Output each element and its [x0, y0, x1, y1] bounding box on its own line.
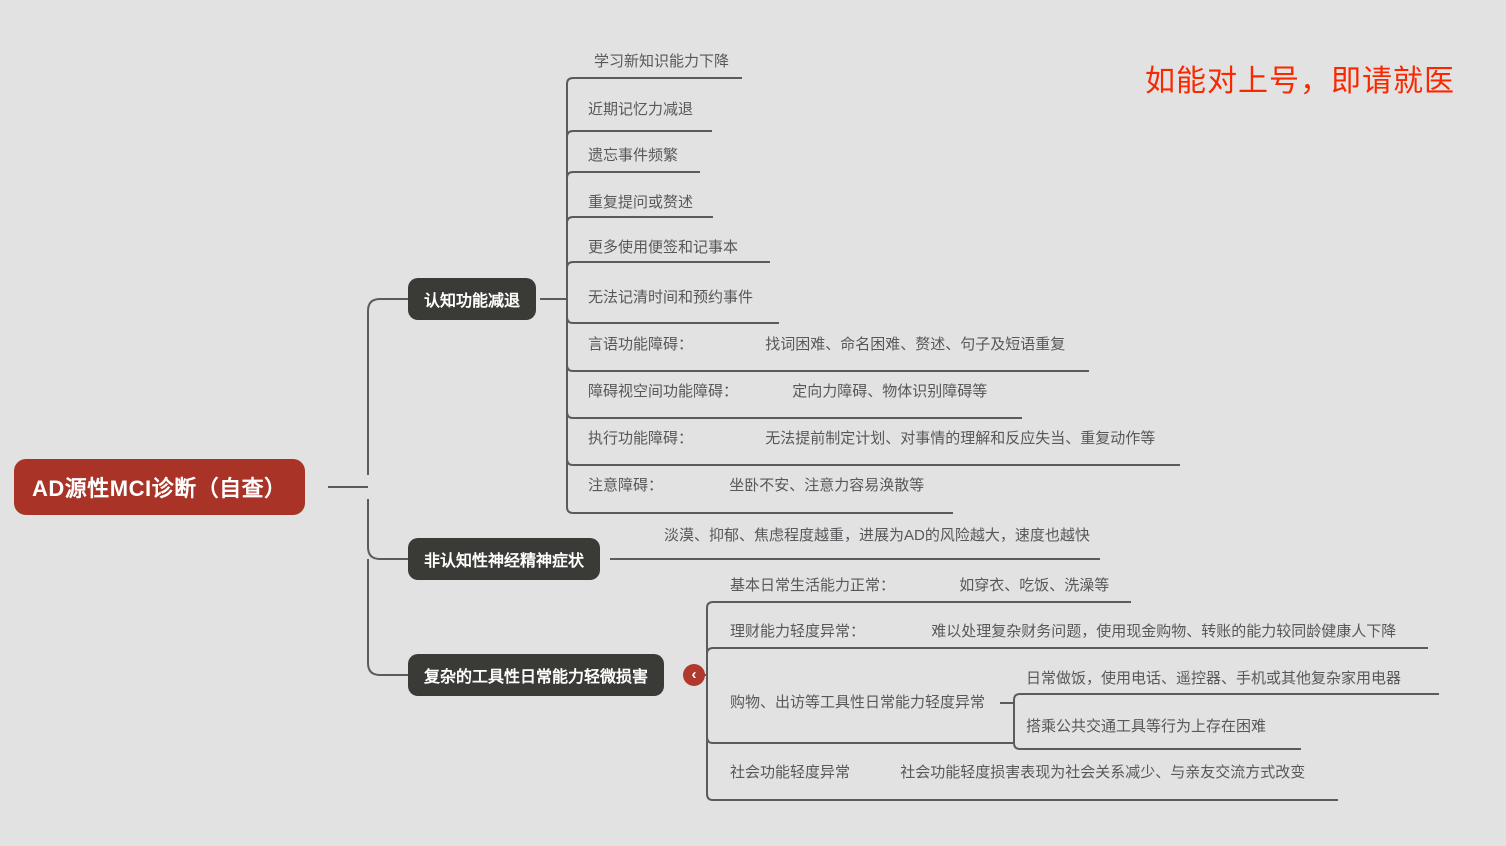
leaf-lead: 学习新知识能力下降 — [594, 53, 730, 70]
leaf-item[interactable]: 注意障碍： 坐卧不安、注意力容易涣散等 — [588, 478, 924, 493]
leaf-item[interactable]: 言语功能障碍： 找词困难、命名困难、赘述、句子及短语重复 — [588, 337, 1065, 352]
chevron-left-icon[interactable]: ‹ — [683, 664, 705, 686]
leaf-detail: 找词困难、命名困难、赘述、句子及短语重复 — [765, 336, 1066, 353]
leaf-lead: 搭乘公共交通工具等行为上存在困难 — [1026, 718, 1267, 735]
leaf-item[interactable]: 基本日常生活能力正常： 如穿衣、吃饭、洗澡等 — [730, 578, 1109, 593]
leaf-detail: 社会功能轻度损害表现为社会关系减少、与亲友交流方式改变 — [900, 764, 1306, 781]
branch-node-instrumental-adl-impairment[interactable]: 复杂的工具性日常能力轻微损害 — [408, 654, 665, 696]
leaf-item[interactable]: 执行功能障碍： 无法提前制定计划、对事情的理解和反应失当、重复动作等 — [588, 431, 1155, 446]
branch-node-label: 非认知性神经精神症状 — [424, 553, 585, 570]
leaf-detail: 无法提前制定计划、对事情的理解和反应失当、重复动作等 — [765, 430, 1156, 447]
leaf-item[interactable]: 淡漠、抑郁、焦虑程度越重，进展为AD的风险越大，速度也越快 — [664, 528, 1090, 543]
leaf-lead: 社会功能轻度异常 — [730, 764, 851, 781]
branch-node-non-cognitive-neuropsychiatric[interactable]: 非认知性神经精神症状 — [408, 538, 601, 580]
leaf-lead: 近期记忆力减退 — [588, 101, 694, 118]
branch-node-label: 认知功能减退 — [424, 293, 521, 310]
leaf-item[interactable]: 障碍视空间功能障碍： 定向力障碍、物体识别障碍等 — [588, 384, 987, 399]
leaf-lead: 障碍视空间功能障碍： — [588, 383, 739, 400]
leaf-lead: 日常做饭，使用电话、遥控器、手机或其他复杂家用电器 — [1026, 670, 1402, 687]
leaf-item[interactable]: 搭乘公共交通工具等行为上存在困难 — [1026, 719, 1266, 734]
leaf-detail: 坐卧不安、注意力容易涣散等 — [729, 477, 925, 494]
leaf-item[interactable]: 重复提问或赘述 — [588, 195, 693, 210]
leaf-lead: 基本日常生活能力正常： — [730, 577, 896, 594]
leaf-lead: 淡漠、抑郁、焦虑程度越重，进展为AD的风险越大，速度也越快 — [664, 527, 1090, 544]
leaf-lead: 无法记清时间和预约事件 — [588, 289, 754, 306]
leaf-item[interactable]: 遗忘事件频繁 — [588, 148, 678, 163]
root-node-label: AD源性MCI诊断（自查） — [32, 476, 287, 501]
leaf-detail: 如穿衣、吃饭、洗澡等 — [959, 577, 1110, 594]
leaf-detail: 难以处理复杂财务问题，使用现金购物、转账的能力较同龄健康人下降 — [931, 623, 1397, 640]
leaf-lead: 理财能力轻度异常： — [730, 623, 866, 640]
leaf-lead: 执行功能障碍： — [588, 430, 694, 447]
leaf-item[interactable]: 学习新知识能力下降 — [594, 54, 729, 69]
leaf-item[interactable]: 日常做饭，使用电话、遥控器、手机或其他复杂家用电器 — [1026, 671, 1401, 686]
leaf-item[interactable]: 理财能力轻度异常： 难以处理复杂财务问题，使用现金购物、转账的能力较同龄健康人下… — [730, 624, 1396, 639]
leaf-item[interactable]: 购物、出访等工具性日常能力轻度异常 — [730, 695, 985, 710]
leaf-item[interactable]: 更多使用便签和记事本 — [588, 240, 738, 255]
leaf-lead: 注意障碍： — [588, 477, 664, 494]
root-node[interactable]: AD源性MCI诊断（自查） — [14, 459, 305, 515]
leaf-lead: 重复提问或赘述 — [588, 194, 694, 211]
leaf-lead: 购物、出访等工具性日常能力轻度异常 — [730, 694, 986, 711]
branch-node-cognitive-decline[interactable]: 认知功能减退 — [408, 278, 537, 320]
leaf-detail: 定向力障碍、物体识别障碍等 — [792, 383, 988, 400]
branch-node-label: 复杂的工具性日常能力轻微损害 — [424, 669, 649, 686]
leaf-item[interactable]: 近期记忆力减退 — [588, 102, 693, 117]
leaf-item[interactable]: 无法记清时间和预约事件 — [588, 290, 753, 305]
page-headline: 如能对上号，即请就医 — [1145, 65, 1455, 98]
leaf-lead: 言语功能障碍： — [588, 336, 694, 353]
leaf-lead: 遗忘事件频繁 — [588, 147, 679, 164]
collapse-toggle-glyph: ‹ — [691, 665, 697, 683]
leaf-lead: 更多使用便签和记事本 — [588, 239, 739, 256]
leaf-item[interactable]: 社会功能轻度异常 社会功能轻度损害表现为社会关系减少、与亲友交流方式改变 — [730, 765, 1305, 780]
